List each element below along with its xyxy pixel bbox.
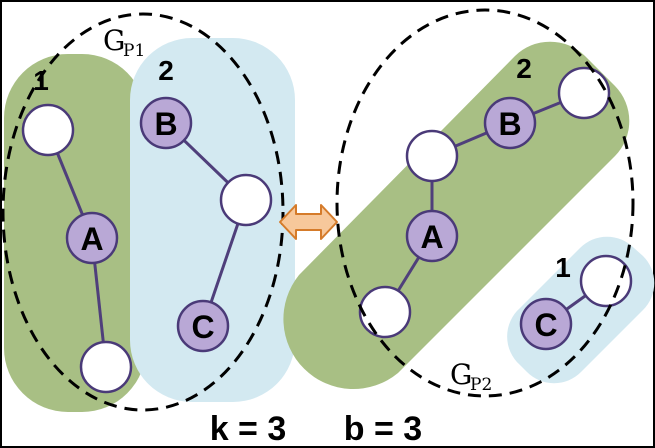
p2-blue-id: 1 — [555, 252, 571, 283]
p2-node-white-right — [579, 254, 633, 308]
p2-node-b — [483, 96, 537, 150]
gp2-label-sub: P2 — [470, 375, 492, 395]
gp2-label-main: G — [450, 358, 472, 391]
p2-node-c — [519, 297, 573, 351]
exchange-arrow-icon — [279, 204, 338, 240]
p2-green-id: 2 — [516, 53, 532, 84]
p2-label-a: A — [420, 219, 443, 255]
p1-node-white-mid — [219, 173, 273, 227]
gp1-label-sub: P1 — [123, 41, 145, 61]
param-k: k = 3 — [210, 410, 287, 448]
p1-node-a — [65, 211, 119, 265]
p1-node-white-bottom — [79, 340, 133, 394]
p1-node-b — [139, 96, 193, 150]
p1-label-b: B — [154, 106, 177, 142]
p1-label-c: C — [191, 309, 214, 345]
p1-green-id: 1 — [33, 65, 49, 96]
p1-node-c — [176, 299, 230, 353]
p2-node-white-bottom — [358, 285, 412, 339]
p1-node-white-top — [21, 103, 75, 157]
gp1-label-main: G — [103, 24, 125, 57]
p2-partition-boundary — [335, 8, 635, 398]
p1-label-a: A — [80, 221, 103, 257]
param-b: b = 3 — [344, 410, 422, 448]
p2-node-white-top — [557, 66, 611, 120]
p2-label-b: B — [498, 106, 521, 142]
p2-node-white-mid — [405, 129, 459, 183]
p1-partition-boundary — [1, 12, 285, 412]
p2-label-c: C — [534, 307, 557, 343]
p1-blue-id: 2 — [158, 55, 174, 86]
p2-node-a — [405, 209, 459, 263]
